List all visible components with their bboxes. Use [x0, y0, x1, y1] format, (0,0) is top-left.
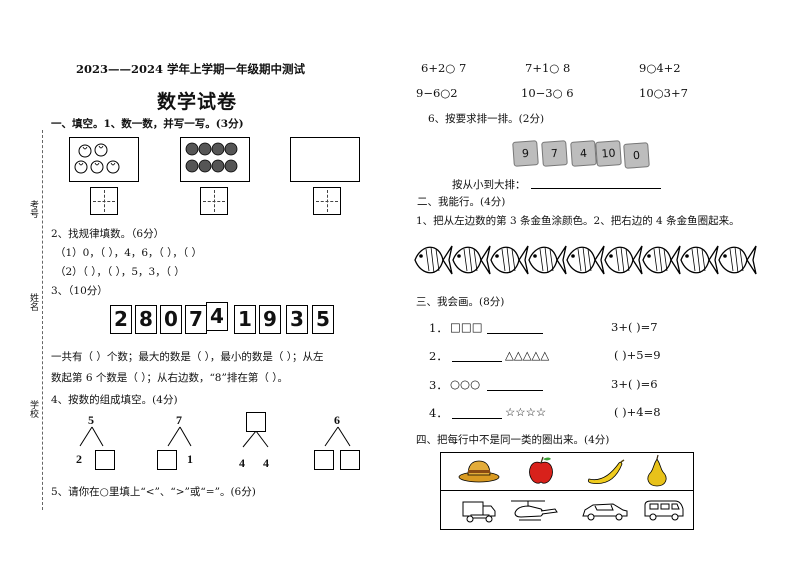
part3-title: 三、我会画。(8分) [416, 296, 505, 308]
q2-row1: （1）0，（ ），4，6，（ ），（ ） [55, 247, 202, 259]
car-icon [582, 503, 628, 521]
pear-icon [647, 454, 667, 487]
classify-pictures [458, 454, 684, 523]
side-label-exam-no: 考号 [28, 200, 38, 218]
goldfish-icon [414, 245, 453, 275]
draw-row4-shapes: ☆☆☆☆ [505, 405, 547, 419]
goldfish-icon [642, 245, 681, 275]
goldfish-icon [566, 245, 605, 275]
digit-card: 1 [234, 305, 256, 334]
compare-5: 10−3○ 6 [521, 86, 574, 100]
tree2-left-box[interactable] [157, 450, 177, 470]
classify-table [440, 452, 694, 530]
goldfish-icon [528, 245, 567, 275]
draw-row3-shapes: ○○○ [450, 377, 481, 391]
part2-title: 二、我能行。(4分) [417, 196, 506, 208]
goldfish-icon [490, 245, 529, 275]
draw-row3-eq: 3+( )=6 [611, 377, 658, 391]
draw-row2-shapes: △△△△△ [505, 348, 550, 362]
goldfish-icon [452, 245, 491, 275]
draw-row1-num: 1． [429, 321, 448, 335]
draw-row2-eq: ( )+5=9 [614, 348, 661, 362]
exam-title: 2023——2024 学年上学期一年级期中测试 [76, 62, 306, 76]
banana-icon [587, 459, 625, 484]
q2-row2: （2）（ ），（ ），5，3，（ ） [55, 266, 185, 278]
side-label-name: 姓名 [28, 293, 38, 311]
draw-row2-num: 2． [429, 349, 448, 363]
draw-row1-eq: 3+( )=7 [611, 320, 658, 334]
draw-row1-shapes: □□□ [450, 320, 483, 334]
q3-text-line1: 一共有（ ）个数；最大的数是（ ），最小的数是（ ）；从左 [51, 351, 324, 363]
digit-card: 4 [206, 302, 228, 331]
number-card: 10 [595, 140, 622, 167]
q3-title: 3、（10分） [51, 285, 108, 297]
tree1-right-box[interactable] [95, 450, 115, 470]
tree2-top: 7 [176, 413, 182, 427]
hat-icon [458, 460, 500, 483]
van-icon [644, 500, 684, 521]
number-card: 4 [570, 140, 597, 167]
draw-row4-line[interactable] [452, 418, 502, 419]
main-title: 数学试卷 [157, 91, 238, 113]
tree2-right: 1 [187, 452, 193, 466]
q6-title: 6、按要求排一排。(2分) [428, 113, 545, 125]
goldfish-row [414, 245, 757, 275]
number-card: 0 [623, 142, 650, 169]
draw-row3-num: 3． [429, 378, 448, 392]
goldfish-icon [718, 245, 757, 275]
draw-row3-line[interactable] [487, 390, 543, 391]
side-label-school: 学校 [28, 400, 38, 418]
digit-card: 9 [259, 305, 281, 334]
draw-row4-num: 4． [429, 406, 448, 420]
answer-grid-2[interactable] [200, 187, 228, 215]
part1-heading: 一、填空。1、数一数，并写一写。(3分) [51, 118, 244, 130]
tree3-left: 4 [239, 456, 245, 470]
truck-icon [462, 501, 496, 523]
q5-title: 5、请你在○里填上“<”、“>”或“=”。(6分) [51, 486, 256, 498]
tree1-top: 5 [88, 413, 94, 427]
goldfish-icon [604, 245, 643, 275]
count-box-empty [290, 137, 360, 182]
peach-icons [74, 143, 120, 174]
compare-4: 9−6○2 [416, 86, 458, 100]
apple-icon [529, 456, 553, 484]
digit-card: 8 [135, 305, 157, 334]
draw-row1-line[interactable] [487, 333, 543, 334]
q4-title: 4、按数的组成填空。(4分) [51, 394, 178, 406]
part4-title: 四、把每行中不是同一类的圈出来。(4分) [416, 434, 610, 446]
number-card: 9 [512, 140, 539, 167]
order-answer-line[interactable] [531, 188, 661, 189]
compare-2: 7+1○ 8 [525, 61, 571, 75]
tree3-right: 4 [263, 456, 269, 470]
count-box-apples [180, 137, 250, 182]
compare-3: 9○4+2 [639, 61, 681, 75]
tree3-top-box[interactable] [246, 412, 266, 432]
apple-icons [185, 142, 238, 173]
compare-6: 10○3+7 [639, 86, 688, 100]
answer-grid-3[interactable] [313, 187, 341, 215]
tree4-left-box[interactable] [314, 450, 334, 470]
digit-card: 3 [286, 305, 308, 334]
tree1-left: 2 [76, 452, 82, 466]
order-label: 按从小到大排： [452, 179, 526, 191]
q2-title: 2、找规律填数。（6分） [51, 228, 165, 240]
tree4-right-box[interactable] [340, 450, 360, 470]
binding-line [42, 130, 43, 510]
number-card: 7 [541, 140, 568, 167]
part2-instruction: 1、把从左边数的第 3 条金鱼涂颜色。2、把右边的 4 条金鱼圈起来。 [416, 215, 740, 227]
helicopter-icon [511, 500, 558, 521]
tree4-top: 6 [334, 413, 340, 427]
answer-grid-1[interactable] [90, 187, 118, 215]
q3-text-line2: 数起第 6 个数是（ ）；从右边数，“8”排在第（ ）。 [51, 372, 288, 384]
draw-row4-eq: ( )+4=8 [614, 405, 661, 419]
goldfish-icon [680, 245, 719, 275]
digit-card: 2 [110, 305, 132, 334]
count-box-peaches [69, 137, 139, 182]
digit-card: 5 [312, 305, 334, 334]
compare-1: 6+2○ 7 [421, 61, 467, 75]
digit-card: 0 [160, 305, 182, 334]
draw-row2-line[interactable] [452, 361, 502, 362]
classify-table-divider [441, 490, 693, 491]
